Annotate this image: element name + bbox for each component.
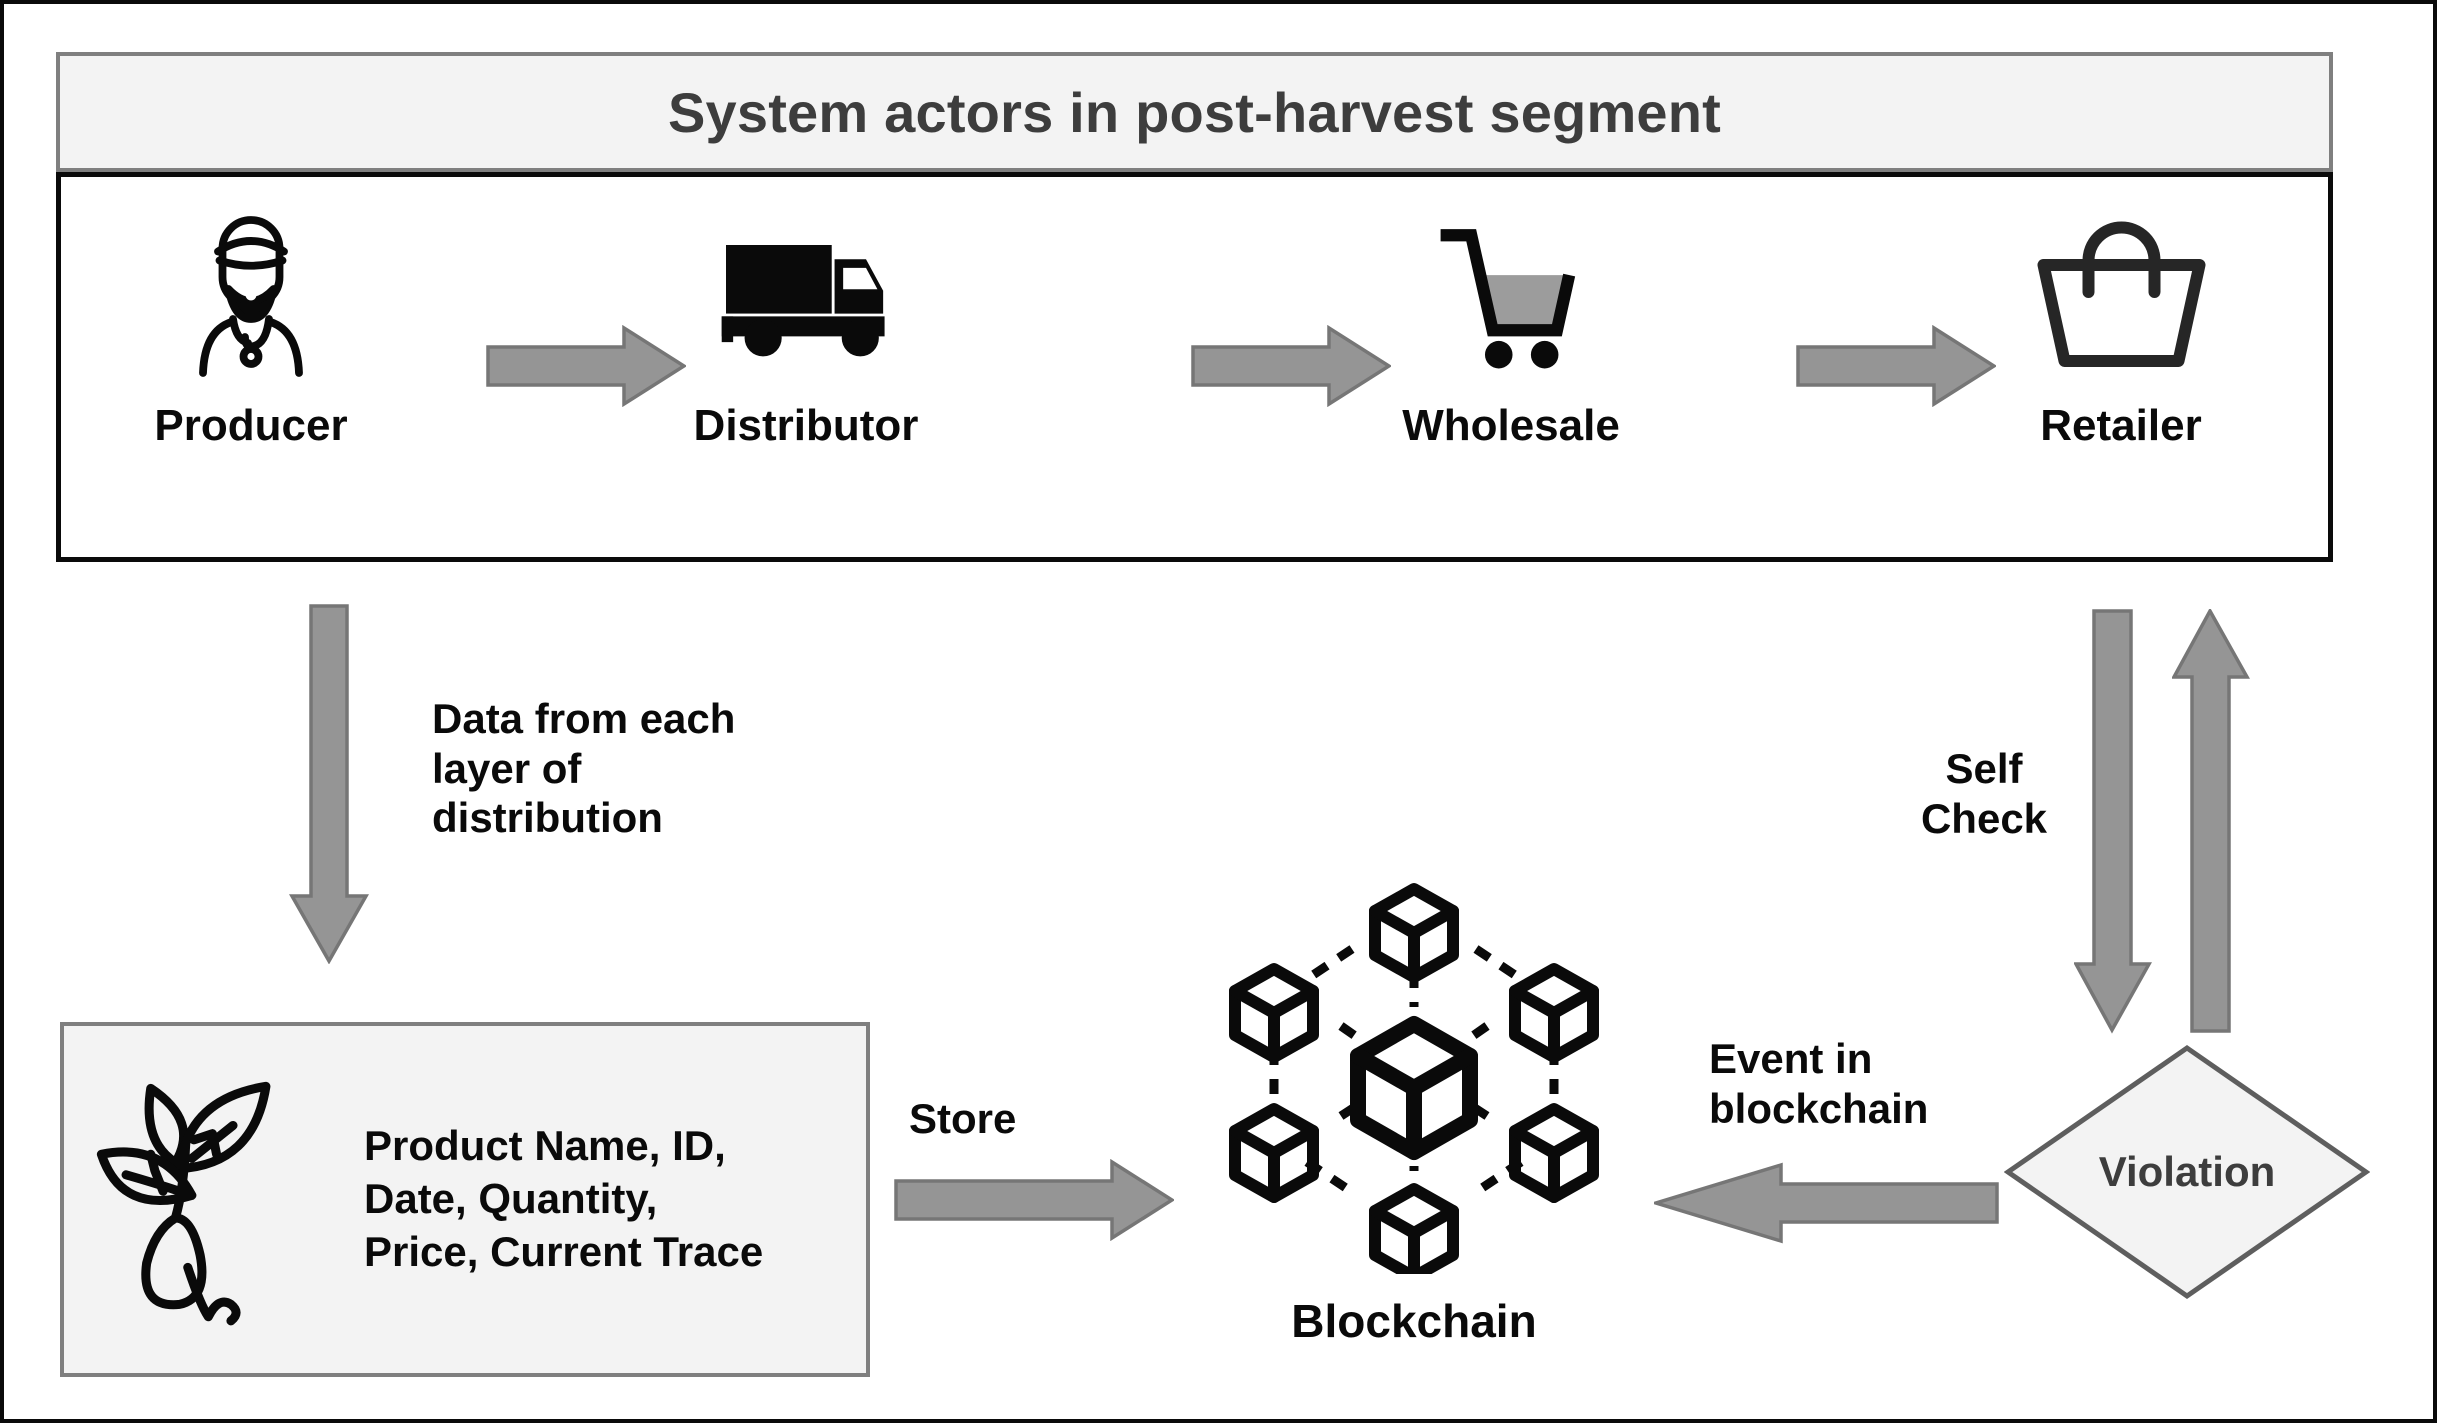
actor-producer: Producer xyxy=(101,177,401,557)
arrow-violation-to-blockchain xyxy=(1654,1162,1999,1244)
actor-retailer: Retailer xyxy=(1971,177,2271,557)
arrow-wholesale-to-retailer xyxy=(1796,325,1996,407)
arrow-producer-to-distributor xyxy=(486,325,686,407)
actor-wholesale: Wholesale xyxy=(1361,177,1661,557)
actor-distributor: Distributor xyxy=(656,177,956,557)
delivery-truck-icon xyxy=(711,195,901,395)
shopping-bag-icon xyxy=(2034,195,2209,395)
product-data-box: Product Name, ID, Date, Quantity, Price,… xyxy=(60,1022,870,1377)
label-self-check: Self Check xyxy=(1920,745,2048,842)
arrow-distributor-to-wholesale xyxy=(1191,325,1391,407)
actors-panel-title-bar: System actors in post-harvest segment xyxy=(56,52,2333,172)
arrow-data-down xyxy=(289,604,369,964)
shopping-cart-icon xyxy=(1431,195,1591,395)
actor-label: Distributor xyxy=(693,401,919,450)
actor-label: Wholesale xyxy=(1402,401,1620,450)
blockchain-label: Blockchain xyxy=(1291,1295,1537,1347)
seedling-plant-icon xyxy=(64,1072,364,1327)
label-store: Store xyxy=(909,1095,1017,1142)
arrow-self-check-up xyxy=(2172,609,2250,1034)
actor-label: Producer xyxy=(154,401,348,450)
actor-label: Retailer xyxy=(2040,401,2202,450)
farmer-person-icon xyxy=(176,195,326,395)
actors-panel: Producer xyxy=(56,172,2333,562)
label-data-from-layers: Data from each layer of distribution xyxy=(432,695,736,842)
product-data-text: Product Name, ID, Date, Quantity, Price,… xyxy=(364,1122,764,1275)
arrow-self-check-down xyxy=(2074,609,2152,1034)
page-title: System actors in post-harvest segment xyxy=(667,80,1722,144)
blockchain-cube-network-icon xyxy=(1199,844,1629,1274)
label-event-in-blockchain: Event in blockchain xyxy=(1709,1035,1929,1132)
arrow-store-to-blockchain xyxy=(894,1159,1174,1241)
violation-node: Violation xyxy=(2004,1044,2370,1300)
